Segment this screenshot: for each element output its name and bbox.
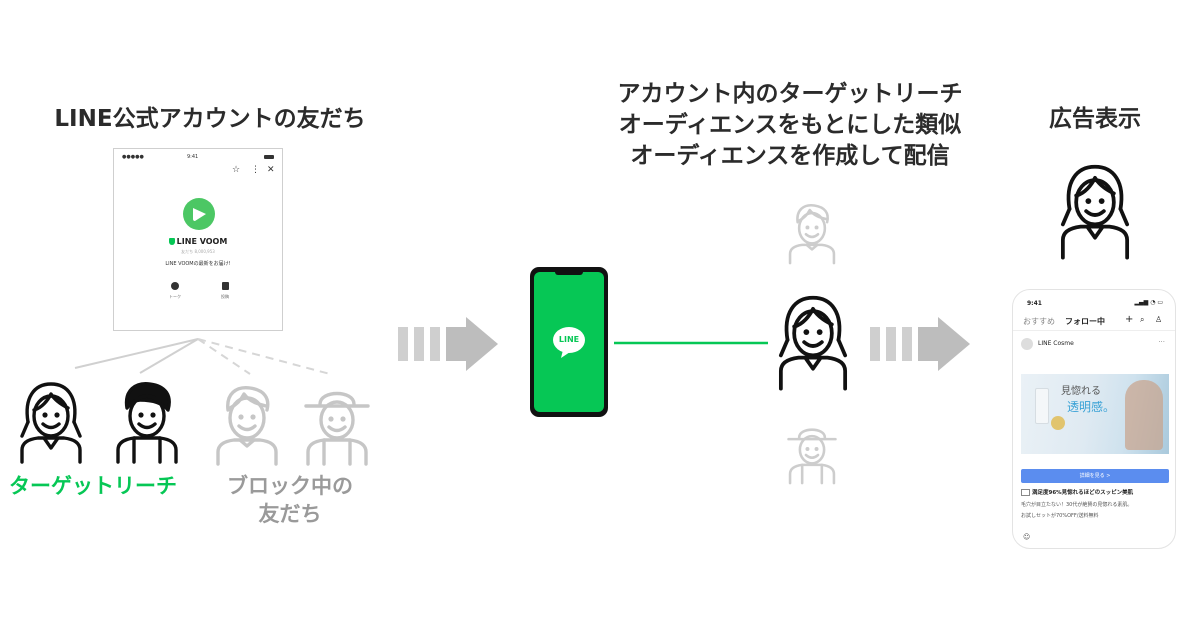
person-woman-lookalike-icon bbox=[778, 295, 848, 391]
profile-icon[interactable]: ♙ bbox=[1155, 315, 1163, 324]
friend-count: 友だち 8,000,953 bbox=[181, 249, 215, 254]
status-icons: ▂▄▆ ◔ ▭ bbox=[1134, 299, 1163, 306]
arrow-right-icon bbox=[398, 317, 498, 371]
status-time: 9:41 bbox=[187, 154, 199, 160]
divider bbox=[1013, 330, 1175, 331]
arrow-right-icon-2 bbox=[870, 317, 970, 371]
profile-card: ●●●●● 9:41 ☆ ⋮ ✕ LINE VOOM 友だち 8,000,953… bbox=[113, 148, 283, 331]
person-faded-hat-icon bbox=[787, 428, 837, 485]
account-description: LINE VOOMの最新をお届け! bbox=[165, 261, 231, 267]
middle-title-line2: オーディエンスをもとにした類似 bbox=[618, 112, 962, 139]
chat-icon bbox=[171, 282, 179, 290]
post-action[interactable]: 投稿 bbox=[215, 282, 235, 300]
tab-following[interactable]: フォロー中 bbox=[1065, 317, 1105, 326]
right-title: 広告表示 bbox=[1049, 106, 1141, 132]
ad-body-line2: お試しセットが70%OFF/送料無料 bbox=[1021, 513, 1099, 519]
middle-title: アカウント内のターゲットリーチ オーディエンスをもとにした類似 オーディエンスを… bbox=[575, 79, 1005, 172]
person-blocked-man-icon bbox=[216, 386, 278, 466]
blocked-friends-label: ブロック中の 友だち bbox=[205, 472, 375, 529]
ad-headline-sub: 透明感。 bbox=[1067, 400, 1116, 414]
close-icon[interactable]: ✕ bbox=[267, 165, 275, 175]
ad-body-line1: 毛穴が目立たない！30代が絶賛の見惚れる素肌。 bbox=[1021, 502, 1133, 508]
person-faded-man-icon bbox=[788, 204, 836, 265]
ad-headline-main: 見惚れる bbox=[1061, 386, 1101, 397]
talk-action-label: トーク bbox=[169, 294, 181, 299]
model-photo bbox=[1125, 380, 1163, 450]
blocked-label-line1: ブロック中の bbox=[227, 474, 353, 498]
tab-recommended[interactable]: おすすめ bbox=[1023, 317, 1055, 326]
detail-button[interactable]: 詳細を見る > bbox=[1021, 469, 1169, 483]
plus-icon[interactable]: + bbox=[1125, 314, 1134, 325]
middle-title-line3: オーディエンスを作成して配信 bbox=[630, 143, 950, 170]
ad-account-name[interactable]: LINE Cosme bbox=[1038, 340, 1074, 347]
avatar bbox=[1021, 338, 1033, 350]
blocked-label-line2: 友だち bbox=[258, 502, 322, 527]
person-woman-viewer-icon bbox=[1060, 164, 1130, 260]
award-badge-icon bbox=[1051, 416, 1065, 430]
more-options-icon[interactable]: ··· bbox=[1158, 338, 1165, 346]
ad-image[interactable]: 見惚れる 透明感。 bbox=[1021, 374, 1169, 454]
post-icon bbox=[221, 282, 229, 290]
signal-indicator: ●●●●● bbox=[122, 154, 144, 160]
left-title: LINE公式アカウントの友だち bbox=[54, 106, 366, 132]
talk-action[interactable]: トーク bbox=[165, 282, 185, 300]
person-woman-target-icon bbox=[20, 382, 82, 464]
line-phone-icon bbox=[530, 267, 608, 417]
ad-title: 満足度96%見惚れるほどのスッピン美肌 bbox=[1021, 488, 1133, 496]
post-action-label: 投稿 bbox=[221, 294, 229, 299]
search-icon[interactable]: ⌕ bbox=[1140, 315, 1145, 324]
more-icon[interactable]: ⋮ bbox=[251, 165, 260, 175]
target-reach-label: ターゲットリーチ bbox=[9, 474, 177, 498]
reaction-icon[interactable]: ☺ bbox=[1023, 533, 1031, 541]
person-man-target-icon bbox=[116, 382, 178, 464]
middle-title-line1: アカウント内のターゲットリーチ bbox=[617, 81, 963, 107]
bottle-icon bbox=[1035, 388, 1049, 424]
battery-icon bbox=[264, 155, 274, 159]
person-blocked-hat-icon bbox=[304, 391, 370, 466]
account-name: LINE VOOM bbox=[114, 237, 282, 246]
timeline-phone: 9:41 ▂▄▆ ◔ ▭ おすすめ フォロー中 + ⌕ ♙ LINE Cosme… bbox=[1012, 289, 1176, 549]
voom-logo-icon bbox=[183, 198, 215, 230]
verified-badge-icon bbox=[168, 238, 175, 245]
ad-label-icon bbox=[1021, 489, 1030, 496]
line-logo-text: LINE bbox=[558, 335, 580, 344]
phone-time: 9:41 bbox=[1027, 300, 1042, 307]
star-icon[interactable]: ☆ bbox=[232, 165, 241, 175]
